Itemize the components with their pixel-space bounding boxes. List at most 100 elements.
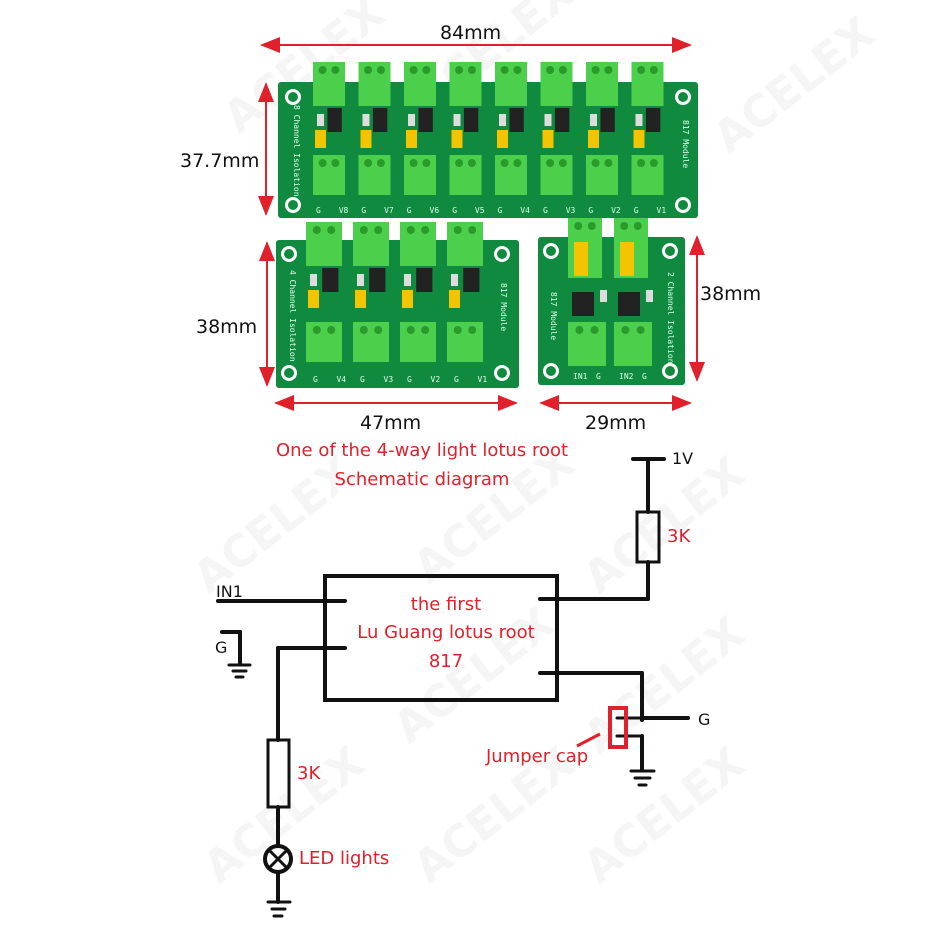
pin-label: V2 xyxy=(611,206,621,215)
width-label-47mm: 47mm xyxy=(360,412,422,434)
smd-resistor xyxy=(451,274,458,286)
board-4-module-label: 817 Module xyxy=(499,283,508,332)
schematic-diagram xyxy=(216,457,690,918)
board-8-channel xyxy=(278,62,698,218)
screw-terminal xyxy=(313,155,345,195)
optocoupler-chip xyxy=(618,292,640,316)
screw-terminal xyxy=(358,62,391,106)
vcc-label: 1V xyxy=(672,449,694,468)
smd-resistor xyxy=(408,114,415,126)
jumper-cap xyxy=(449,290,460,308)
jumper-cap xyxy=(588,130,599,148)
jumper-cap xyxy=(360,130,372,148)
pin-label: G xyxy=(588,206,594,215)
pin-label: V6 xyxy=(429,206,440,215)
optocoupler-box xyxy=(323,574,559,702)
optocoupler-chip xyxy=(600,108,615,132)
screw-terminal xyxy=(631,62,664,106)
led-label: LED lights xyxy=(299,848,390,869)
smd-resistor xyxy=(362,114,370,126)
pin-label: G xyxy=(360,375,365,384)
smd-resistor xyxy=(357,274,364,286)
pin-label: G xyxy=(642,372,647,381)
pin-label: V7 xyxy=(384,206,394,215)
smd-resistor xyxy=(404,274,411,286)
pin-label: G xyxy=(316,206,321,215)
pin-label: IN1 xyxy=(573,372,588,381)
jumper-cap-marker xyxy=(608,706,628,749)
screw-terminal xyxy=(306,322,342,362)
optocoupler-chip xyxy=(322,268,339,292)
optocoupler-chip xyxy=(509,108,524,132)
pin-label: G xyxy=(313,375,318,384)
screw-terminal xyxy=(404,62,436,106)
pin-label: V2 xyxy=(430,375,441,384)
width-label-29mm: 29mm xyxy=(585,412,647,434)
pin-label: V4 xyxy=(520,206,530,215)
pin-label: G xyxy=(452,206,458,215)
pin-label: G xyxy=(497,206,503,215)
screw-terminal xyxy=(449,62,482,106)
pin-label: G xyxy=(633,206,639,215)
screw-terminal xyxy=(614,322,652,366)
jumper-cap-label: Jumper cap xyxy=(486,746,589,767)
pin-label: V3 xyxy=(565,206,576,215)
resistor-left xyxy=(266,738,291,809)
pin-label: IN2 xyxy=(619,372,634,381)
pin-label: V5 xyxy=(474,206,485,215)
optocoupler-chip xyxy=(463,268,480,292)
ic-line3: 817 xyxy=(428,651,464,672)
board-4-channel xyxy=(276,222,519,388)
resistor-top xyxy=(635,510,661,564)
jumper-cap xyxy=(315,130,326,148)
screw-terminal xyxy=(353,322,389,362)
smd-resistor xyxy=(544,114,552,126)
jumper-pointer xyxy=(576,732,601,748)
pin-label: G xyxy=(407,375,412,384)
screw-terminal xyxy=(313,62,345,106)
pin-label: V8 xyxy=(338,206,349,215)
screw-terminal xyxy=(306,222,342,266)
jumper-cap xyxy=(620,242,634,276)
schematic-title-line1: One of the 4-way light lotus root xyxy=(275,440,569,461)
smd-resistor xyxy=(600,290,607,302)
screw-terminal xyxy=(568,322,606,366)
pin-label: G xyxy=(454,375,459,384)
smd-resistor xyxy=(499,114,506,126)
jumper-cap xyxy=(497,130,508,148)
board-2-channel xyxy=(538,218,685,385)
ground-right-label: G xyxy=(698,710,711,729)
jumper-cap xyxy=(308,290,319,308)
width-label-84mm: 84mm xyxy=(440,22,502,44)
optocoupler-chip xyxy=(645,108,661,132)
screw-terminal xyxy=(449,155,482,195)
pin-label: V3 xyxy=(383,375,394,384)
in1-label: IN1 xyxy=(216,582,243,601)
screw-terminal xyxy=(447,322,483,362)
jumper-cap xyxy=(451,130,463,148)
resistor-top-label: 3K xyxy=(667,526,691,547)
pin-label: V4 xyxy=(336,375,347,384)
screw-terminal xyxy=(586,155,618,195)
smd-resistor xyxy=(453,114,461,126)
smd-resistor xyxy=(317,114,324,126)
optocoupler-chip xyxy=(416,268,433,292)
optocoupler-chip xyxy=(327,108,342,132)
screw-terminal xyxy=(404,155,436,195)
screw-terminal xyxy=(353,222,389,266)
product-photo xyxy=(258,37,705,411)
board-2-side-label: 2 Channel Isolation xyxy=(666,272,675,364)
optocoupler-chip xyxy=(463,108,479,132)
pin-label: G xyxy=(361,206,367,215)
screw-terminal xyxy=(495,155,527,195)
resistor-left-label: 3K xyxy=(297,763,321,784)
screw-terminal xyxy=(540,155,573,195)
pin-label: G xyxy=(543,206,548,215)
schematic-title-line2: Schematic diagram xyxy=(334,469,510,490)
jumper-cap xyxy=(355,290,366,308)
screw-terminal xyxy=(400,322,436,362)
ground-left-label: G xyxy=(215,638,228,657)
screw-terminal xyxy=(400,222,436,266)
screw-terminal xyxy=(586,62,618,106)
optocoupler-chip xyxy=(369,268,386,292)
